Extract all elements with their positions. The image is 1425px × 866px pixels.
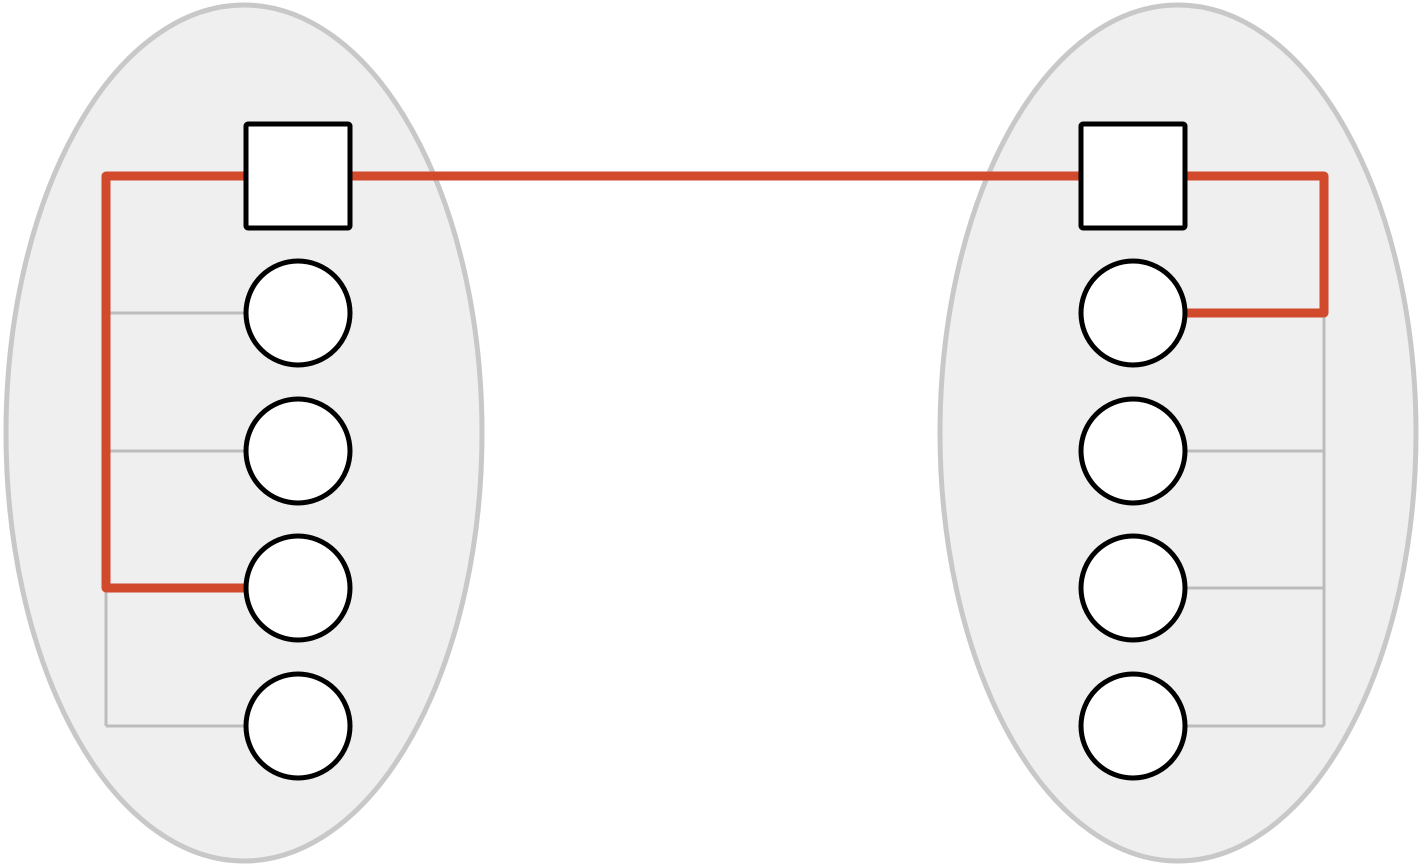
square-node-icon [1078,121,1188,231]
cluster-right-highlight-path [1180,171,1329,318]
cluster-right-member-1-node [1078,258,1188,368]
node-layer [243,121,1188,781]
cluster-left-highlight-path [101,171,251,593]
cluster-left-member-2-node [243,396,353,506]
cluster-right-member-2-node [1078,396,1188,506]
cluster-left-boundary [3,2,485,864]
plain-edge-layer [104,311,1326,728]
highlight-edge-layer [101,171,1329,593]
cluster-right-member-3-node [1078,533,1188,643]
square-node-icon [243,121,353,231]
cluster-left-member-1-node [243,258,353,368]
cluster-left-member-3-node [243,533,353,643]
cluster-left-member-4-node [243,671,353,781]
cluster-right-member-4-node [1078,671,1188,781]
cluster-layer [3,2,1419,864]
